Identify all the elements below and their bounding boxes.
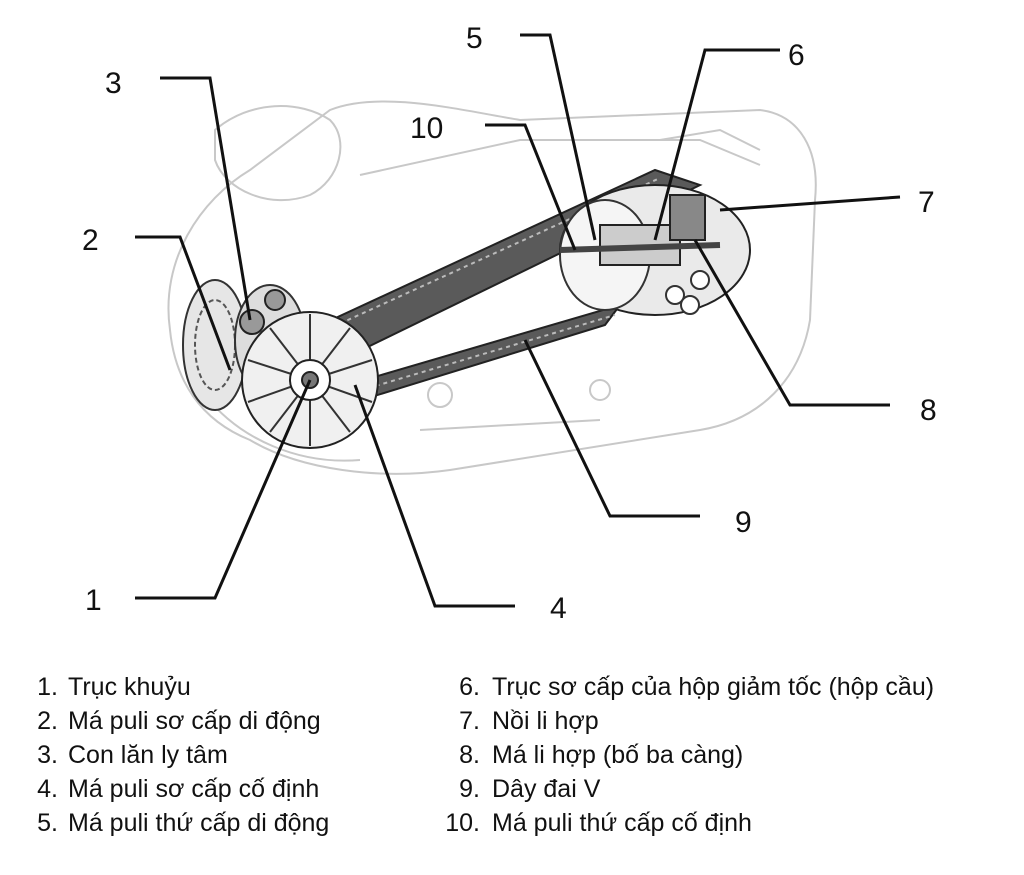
legend-item: 5. Má puli thứ cấp di động [30,806,329,840]
legend-label: Má puli thứ cấp di động [68,809,330,837]
callout-4: 4 [550,592,567,625]
legend-item: 2. Má puli sơ cấp di động [30,704,329,738]
cvt-diagram: 1 2 3 4 5 6 7 8 9 10 [82,22,937,625]
legend-label: Má puli sơ cấp cố định [68,775,320,803]
legend-label: Dây đai V [492,775,601,803]
legend-left-column: 1. Trục khuỷu 2. Má puli sơ cấp di động 3.… [30,670,329,840]
driven-pulley [559,184,751,316]
legend-number: 8. [459,741,480,769]
legend-item: 8. Má li hợp (bố ba càng) [440,738,934,772]
legend-label: Má puli thứ cấp cố định [492,809,752,837]
legend-item: 6. Trục sơ cấp của hộp giảm tốc (hộp cầu) [440,670,934,704]
legend-label: Má li hợp (bố ba càng) [492,741,744,769]
callout-6: 6 [788,39,805,72]
legend-number: 6. [459,673,480,701]
legend-item: 1. Trục khuỷu [30,670,329,704]
legend-number: 9. [459,775,480,803]
legend-item: 7. Nồi li hợp [440,704,934,738]
legend-label: Nồi li hợp [492,707,599,735]
callout-5: 5 [466,22,483,55]
legend-number: 1. [37,673,58,701]
legend-item: 3. Con lăn ly tâm [30,738,329,772]
legend-number: 7. [459,707,480,735]
legend-label: Má puli sơ cấp di động [68,707,321,735]
callout-7: 7 [918,186,935,219]
legend-number: 5. [37,809,58,837]
legend-number: 10. [445,809,480,837]
drive-pulley [182,279,379,449]
callout-1: 1 [85,584,102,617]
legend-item: 10. Má puli thứ cấp cố định [440,806,934,840]
legend-item: 9. Dây đai V [440,772,934,806]
callout-3: 3 [105,67,122,100]
legend-right-column: 6. Trục sơ cấp của hộp giảm tốc (hộp cầu)… [440,670,934,840]
legend-item: 4. Má puli sơ cấp cố định [30,772,329,806]
legend-label: Trục khuỷu [68,673,191,701]
legend-label: Trục sơ cấp của hộp giảm tốc (hộp cầu) [492,673,935,701]
legend-number: 3. [37,741,58,769]
legend-label: Con lăn ly tâm [68,741,228,769]
legend-number: 4. [37,775,58,803]
leader-lines [135,33,901,608]
callout-9: 9 [735,506,752,539]
callout-8: 8 [920,394,937,427]
callout-2: 2 [82,224,99,257]
callout-10: 10 [410,112,443,145]
legend-number: 2. [37,707,58,735]
